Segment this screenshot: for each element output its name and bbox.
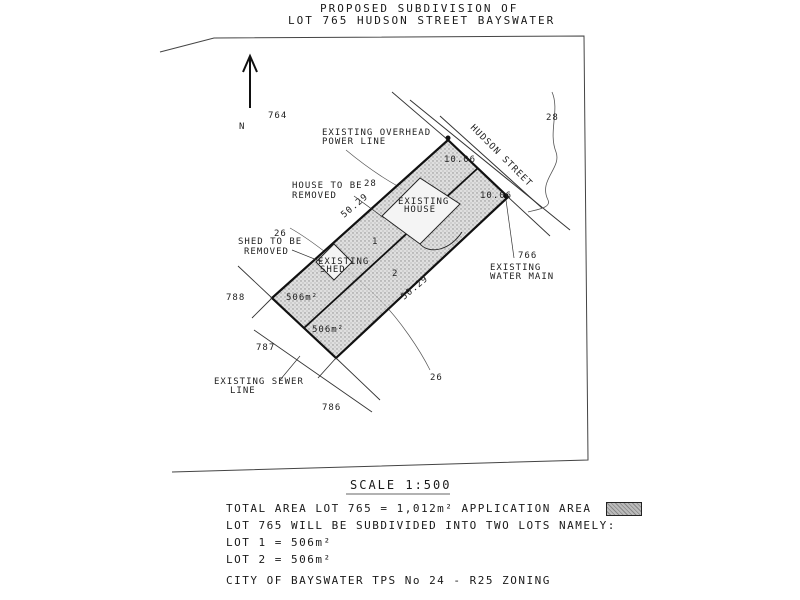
lot-division-line [303,167,479,329]
lot-1-number: 1 [372,237,378,247]
shed-removed-label-2: REMOVED [244,247,289,257]
lot-786-label: 786 [322,403,341,413]
north-label: N [239,122,245,132]
lot-1-line: LOT 1 = 506m² [226,536,332,549]
lot-787-label: 787 [256,343,275,353]
existing-shed-label-1: EXISTING [318,257,369,267]
sewer-line-label-2: LINE [230,386,256,396]
lot-766-label: 766 [518,251,537,261]
existing-shed [315,243,353,281]
lot-788-label: 788 [226,293,245,303]
boundary-ext-6 [317,357,337,379]
contour-label-26-a: 26 [274,229,287,239]
frontage-dimension-2: 10.06 [480,191,512,201]
existing-house-label-1: EXISTING [398,197,449,207]
power-line-marker [445,135,451,141]
boundary-ext-5 [251,297,273,319]
application-area-legend [605,502,642,516]
contour-label-28-a: 28 [546,113,559,123]
leader-house [353,195,385,219]
notes-block: TOTAL AREA LOT 765 = 1,012m² APPLICATION… [226,500,642,589]
contour-label-26-b: 26 [430,373,443,383]
frontage-dimension-1: 10.06 [444,155,476,165]
existing-house [381,177,461,245]
existing-house-label-2: HOUSE [404,205,436,215]
overhead-power-label-2: POWER LINE [322,137,386,147]
house-removed-label-1: HOUSE TO BE [292,181,363,191]
shed-removed-label-1: SHED TO BE [238,237,302,247]
street-boundary-line-2 [439,115,543,209]
lot-2-area: 506m² [312,325,344,335]
overhead-power-label-1: EXISTING OVERHEAD [322,128,431,138]
boundary-ext-2 [507,196,551,237]
zoning-line: CITY OF BAYSWATER TPS No 24 - R25 ZONING [226,574,551,587]
lot-1-area: 506m² [286,293,318,303]
lot-2-number: 2 [392,269,398,279]
water-main-label-1: EXISTING [490,263,541,273]
scale-label: SCALE 1:500 [350,478,452,492]
house-removed-label-2: REMOVED [292,191,337,201]
north-arrow-icon [242,53,258,108]
leader-water [505,199,515,259]
lot-2-line: LOT 2 = 506m² [226,553,332,566]
house-arc [419,231,463,251]
total-area-text: TOTAL AREA LOT 765 = 1,012m² APPLICATION… [226,502,592,515]
sewer-line-label-1: EXISTING SEWER [214,377,304,387]
water-main-label-2: WATER MAIN [490,272,554,282]
title-line-2: LOT 765 HUDSON STREET BAYSWATER [288,14,556,27]
total-area-line: TOTAL AREA LOT 765 = 1,012m² APPLICATION… [226,500,642,517]
boundary-ext-3 [237,265,273,299]
boundary-ext-1 [391,91,449,141]
drawing-frame [159,35,589,473]
sewer-line [253,329,373,413]
title-line-1: PROPOSED SUBDIVISION OF [320,2,519,15]
contour-line-28 [527,91,558,213]
contour-label-28-b: 28 [364,179,377,189]
street-boundary-line-1 [409,99,571,231]
leader-shed [291,249,323,263]
subdivided-line: LOT 765 WILL BE SUBDIVIDED INTO TWO LOTS… [226,519,616,532]
water-main-marker [503,193,509,199]
lot-764-label: 764 [268,111,287,121]
existing-shed-label-2: SHED [320,265,346,275]
leader-sewer [279,355,301,381]
boundary-ext-4 [335,357,381,401]
